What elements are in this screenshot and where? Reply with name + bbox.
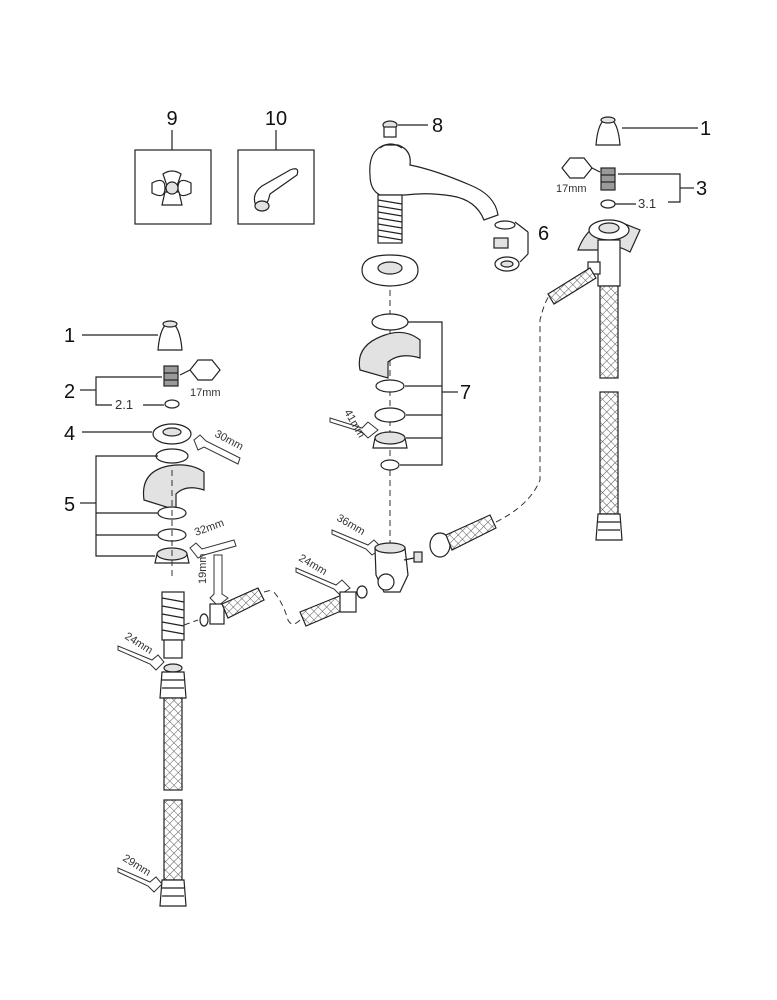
- wrench-32mm: 32mm: [189, 517, 237, 559]
- callout-1-right: 1: [700, 118, 711, 140]
- callout-4: 4: [64, 423, 75, 445]
- wrench-icon: [117, 867, 163, 893]
- wrench-24mm-mid: 24mm: [295, 552, 351, 596]
- callout-9: 9: [166, 108, 177, 130]
- wrench-icon: [209, 554, 229, 607]
- wrench-29mm: 29mm: [117, 852, 163, 893]
- hex-nut-icon: [189, 359, 221, 381]
- hex-nut-17mm-right: 17mm: [556, 157, 593, 195]
- callout-5: 5: [64, 494, 75, 516]
- callout-8: 8: [432, 115, 443, 137]
- handle-option-10: 10: [237, 108, 315, 225]
- right-valve-assembly: 1 17mm 3 3.1: [547, 116, 711, 541]
- wrench-41mm: 41mm: [329, 408, 379, 440]
- wrench-size-32mm: 32mm: [193, 517, 226, 539]
- callout-3: 3: [696, 178, 707, 200]
- lever-handle-icon: [253, 168, 299, 212]
- callout-3-1: 3.1: [638, 196, 656, 211]
- cross-handle-icon: [151, 170, 192, 206]
- wrench-24mm-left: 24mm: [117, 630, 165, 671]
- left-valve-assembly: 1 17mm 2 2.1 4 30mm: [64, 320, 273, 907]
- spout-body: [369, 144, 499, 221]
- wrench-icon: [329, 417, 379, 439]
- wrench-icon: [117, 645, 165, 671]
- wrench-size-17mm-right: 17mm: [556, 183, 587, 195]
- spout-assembly: 8 6: [329, 115, 549, 545]
- callout-7: 7: [460, 382, 471, 404]
- wrench-icon: [193, 434, 241, 465]
- hex-nut-17mm-left: 17mm: [179, 359, 221, 399]
- hex-nut-icon: [561, 157, 593, 179]
- callout-10: 10: [265, 108, 287, 130]
- mixing-tee: 36mm 24mm: [271, 294, 551, 627]
- callout-6: 6: [538, 223, 549, 245]
- wrench-size-17mm-left: 17mm: [190, 387, 221, 399]
- wrench-size-19mm: 19mm: [197, 553, 209, 584]
- handle-option-9: 9: [134, 108, 212, 225]
- wrench-19mm: 19mm: [197, 553, 229, 607]
- callout-2: 2: [64, 381, 75, 403]
- wrench-30mm: 30mm: [193, 428, 245, 465]
- callout-1-left: 1: [64, 325, 75, 347]
- callout-2-1: 2.1: [115, 397, 133, 412]
- wrench-icon: [189, 539, 237, 559]
